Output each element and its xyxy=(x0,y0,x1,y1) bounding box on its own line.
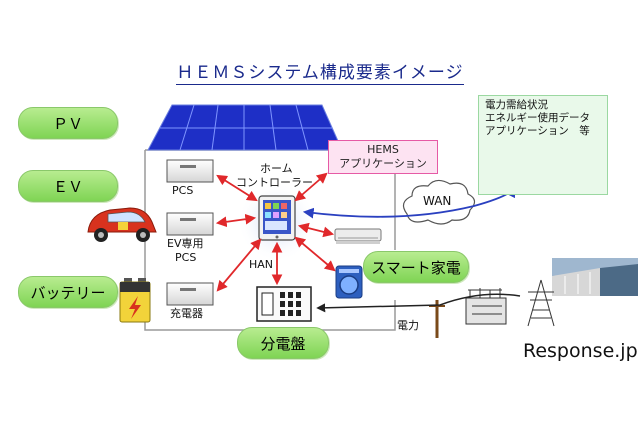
home-controller-label-line1: ホーム xyxy=(260,162,293,175)
ev-pcs-label-line2: PCS xyxy=(175,251,197,264)
wan-label: WAN xyxy=(423,194,452,208)
charger-device xyxy=(166,282,214,306)
washing-machine xyxy=(335,265,363,299)
ev-car-icon xyxy=(87,207,157,242)
ev-pcs-label-line1: EV専用 xyxy=(167,237,204,250)
hems-app-line2: アプリケーション xyxy=(339,157,427,170)
home-controller-tablet xyxy=(258,195,296,241)
distribution-board-pill: 分電盤 xyxy=(237,327,329,359)
power-label: 電力 xyxy=(397,319,419,332)
solar-panel xyxy=(147,104,343,151)
ev-pill: ＥＶ xyxy=(18,170,118,202)
power-line-arrow xyxy=(316,293,521,313)
diagram-title: ＨＥＭＳシステム構成要素イメージ xyxy=(176,63,464,85)
watermark: Response.jp xyxy=(523,340,638,362)
pcs-device xyxy=(166,159,214,183)
cloud-line2: エネルギー使用データ xyxy=(485,112,590,124)
smart-appliance-pill: スマート家電 xyxy=(363,251,469,283)
battery-pill: バッテリー xyxy=(18,276,118,308)
pcs-label: PCS xyxy=(172,184,194,197)
han-label: HAN xyxy=(249,258,274,271)
pv-pill: ＰＶ xyxy=(18,107,118,139)
battery-icon xyxy=(119,278,151,323)
cloud-line3: アプリケーション 等 xyxy=(485,125,590,137)
power-plant-icon xyxy=(552,258,638,296)
distribution-board-device xyxy=(256,286,312,322)
charger-label: 充電器 xyxy=(170,307,203,320)
cloud-line1: 電力需給状況 xyxy=(485,99,548,111)
utility-pole-icon xyxy=(429,300,445,338)
cloud-service-box: 電力需給状況 エネルギー使用データ アプリケーション 等 xyxy=(478,95,608,195)
hems-app-line1: HEMS xyxy=(367,143,399,156)
transmission-tower-icon xyxy=(527,279,555,327)
home-controller-label-line2: コントローラー xyxy=(236,176,313,189)
hems-application-box: HEMS アプリケーション xyxy=(328,140,438,174)
wan-arrow xyxy=(302,186,515,219)
air-conditioner xyxy=(334,228,382,244)
substation-icon xyxy=(465,288,507,325)
han-arrows xyxy=(215,172,336,292)
ev-pcs-device xyxy=(166,212,214,236)
